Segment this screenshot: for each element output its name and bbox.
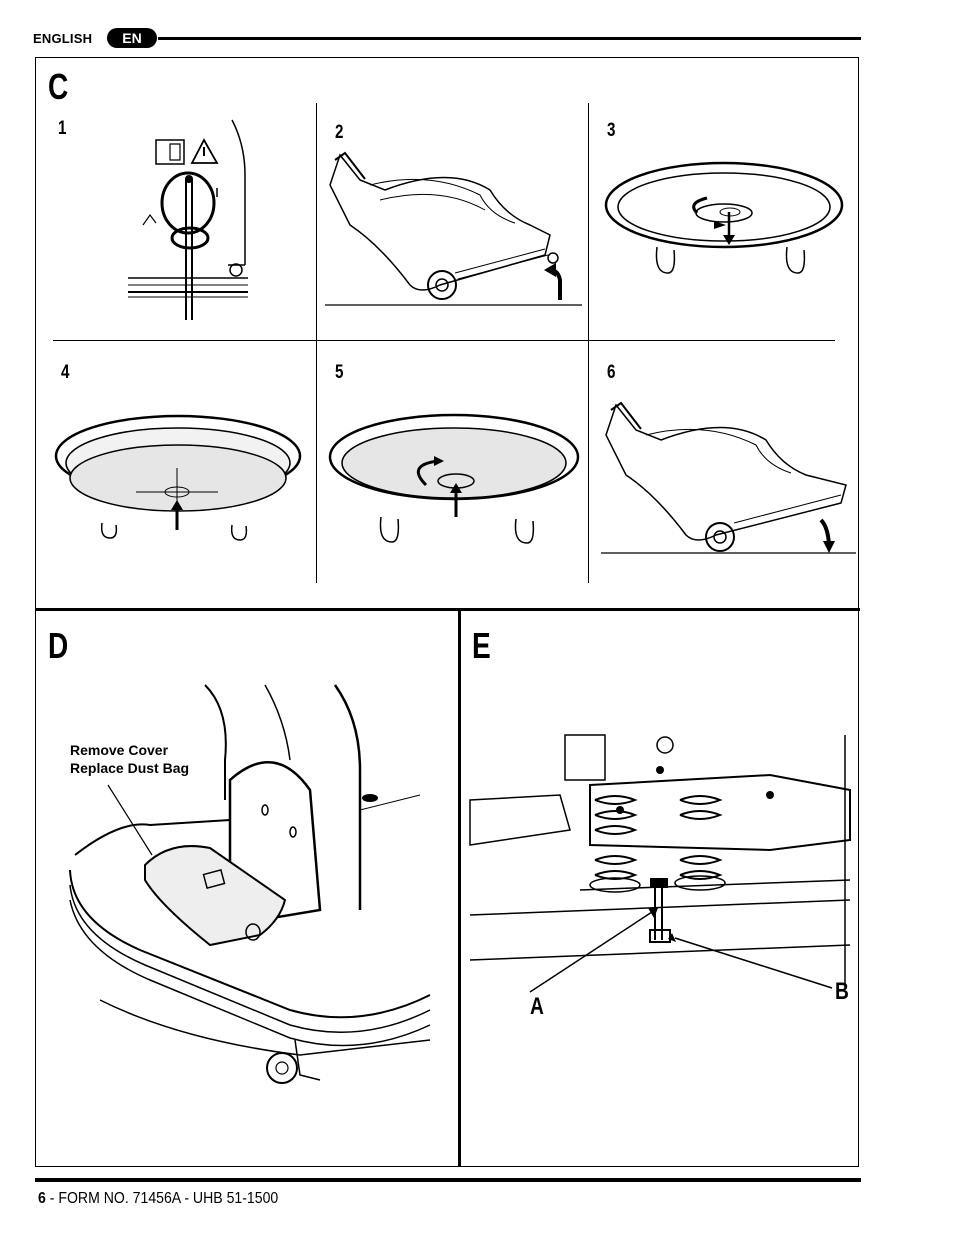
pad-install-illustration — [52, 408, 307, 548]
figure-frame — [35, 57, 859, 1167]
step-grid-row-divider — [53, 340, 835, 341]
step-number: 3 — [607, 120, 616, 141]
label-a: A — [530, 993, 544, 1020]
footer-rule — [35, 1178, 861, 1182]
language-badge: EN — [107, 28, 157, 48]
dust-bag-callout: Remove Cover Replace Dust Bag — [70, 741, 189, 777]
label-b: B — [835, 978, 849, 1005]
section-c-letter: C — [48, 66, 69, 107]
pad-driver-illustration — [602, 155, 847, 280]
machine-lowered-illustration — [596, 395, 858, 560]
page-number: 6 — [38, 1190, 46, 1207]
callout-line: Remove Cover — [70, 742, 169, 758]
step-number: 1 — [58, 118, 67, 139]
callout-line: Replace Dust Bag — [70, 760, 190, 776]
spring-adjustment-illustration — [470, 730, 850, 1000]
section-e-letter: E — [472, 625, 491, 666]
section-d-e-divider — [458, 610, 461, 1166]
step-grid-col-divider — [316, 103, 317, 583]
section-d-letter: D — [48, 625, 69, 666]
step-number: 6 — [607, 362, 616, 383]
dust-bag-cover-illustration — [60, 680, 435, 1120]
footer-text: 6 - FORM NO. 71456A - UHB 51-1500 — [38, 1190, 278, 1208]
step-number: 5 — [335, 362, 344, 383]
step-grid-col-divider — [588, 103, 589, 583]
control-knob-illustration — [120, 115, 260, 325]
step-number: 2 — [335, 122, 344, 143]
machine-tilted-illustration — [320, 145, 585, 315]
language-label: ENGLISH — [33, 31, 93, 46]
section-divider — [35, 608, 860, 611]
form-number: - FORM NO. 71456A - UHB 51-1500 — [45, 1190, 279, 1207]
step-number: 4 — [61, 362, 70, 383]
header-rule — [158, 37, 861, 40]
pad-rotate-illustration — [326, 405, 586, 550]
